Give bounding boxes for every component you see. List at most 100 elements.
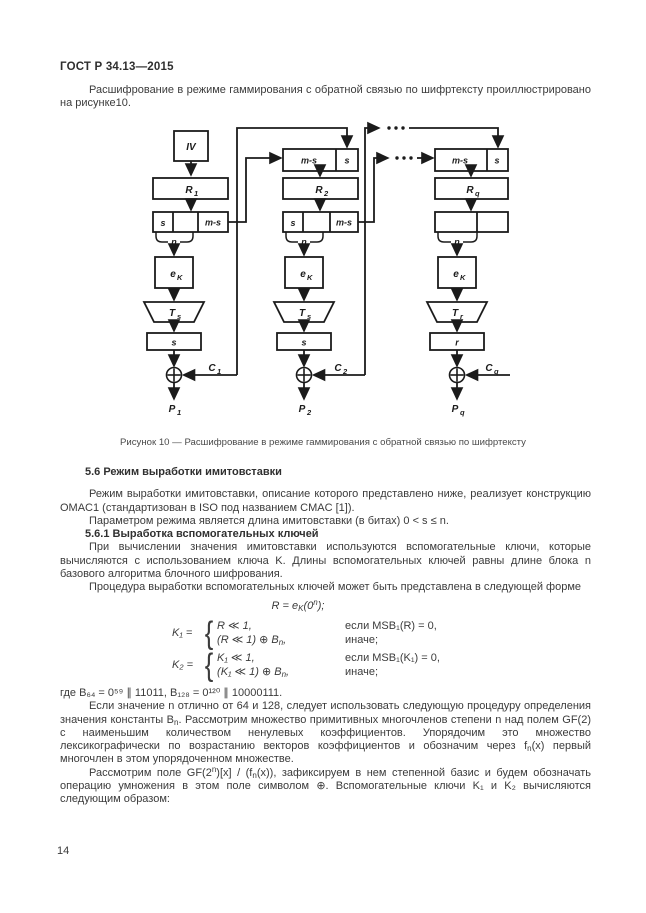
colq-top-s-label: s [494, 156, 499, 166]
brace-icon: { [204, 647, 214, 683]
col2-split-s-label: s [290, 218, 295, 228]
k1-cases: R ≪ 1, (R ≪ 1) ⊕ Bn, [217, 620, 287, 647]
ts1-label: T [169, 308, 176, 319]
col2-xor [295, 366, 313, 384]
col2-ek-box: e K [284, 256, 324, 289]
col1-split-ms-label: m-s [205, 218, 221, 228]
svg-text:P: P [299, 404, 306, 415]
page-header: ГОСТ Р 34.13—2015 [60, 61, 174, 73]
section-heading-5-6: 5.6 Режим выработки имитовставки [85, 466, 282, 478]
ms2-forward-wire [358, 151, 435, 223]
col2-gamma-box: s [276, 332, 332, 351]
col1-ek-box: e K [154, 256, 194, 289]
col2-top-ms-label: m-s [301, 156, 317, 166]
col1-split-box: s m-s [152, 211, 229, 233]
paragraph-parameter: Параметром режима является длина имитовс… [89, 514, 449, 527]
c2-label: C 2 [334, 363, 348, 376]
col2-n-brace: n [285, 232, 324, 247]
figure-10-diagram: IV R 1 s m-s n e K T [142, 121, 510, 417]
formula-k1: K₁ = { R ≪ 1, (R ≪ 1) ⊕ Bn, если MSB₁(R)… [172, 615, 591, 651]
formula-k2: K₂ = { K₁ ≪ 1, (K₁ ≪ 1) ⊕ Bn, если MSB₁(… [172, 647, 591, 683]
svg-text:q: q [494, 367, 499, 376]
paragraph-where: где B₆₄ = 0⁵⁹ ∥ 11011, B₁₂₈ = 0¹²⁰ ∥ 100… [60, 686, 283, 699]
ts2-sub: s [307, 312, 311, 321]
col1-register-r1: R 1 [152, 177, 229, 200]
page-number: 14 [57, 845, 70, 857]
col2-split-ms-label: m-s [336, 218, 352, 228]
p1-label: P 1 [169, 404, 182, 417]
pq-label: P q [452, 404, 465, 417]
k1-conditions: если MSB₁(R) = 0, иначе; [345, 620, 437, 646]
colq-top-ms-label: m-s [452, 156, 468, 166]
ts2-label: T [299, 308, 306, 319]
svg-text:2: 2 [306, 408, 312, 417]
rq-label: R [466, 185, 474, 196]
col1-iv-box: IV [173, 130, 209, 162]
formula-block: R = eK(0n); K₁ = { R ≪ 1, (R ≪ 1) ⊕ Bn, … [60, 597, 591, 683]
col1-gamma-box: s [146, 332, 202, 351]
paragraph-aux-keys: При вычислении значения имитовставки исп… [60, 541, 591, 581]
ek1-sub: K [177, 273, 183, 282]
paragraph-field: Рассмотрим поле GF(2n)[x] / (fn(x)), заф… [60, 764, 591, 806]
gamma1-label: s [171, 338, 176, 348]
svg-text:q: q [460, 408, 465, 417]
k2-conditions: если MSB₁(K₁) = 0, иначе; [345, 652, 440, 678]
svg-text:C: C [208, 363, 216, 374]
svg-text:P: P [169, 404, 176, 415]
k2-lhs: K₂ = [172, 659, 194, 672]
c1-feedback-wire [236, 127, 354, 375]
colq-n-brace: n [437, 232, 478, 247]
gammaq-label: r [455, 338, 459, 348]
svg-text:C: C [334, 363, 342, 374]
colq-register-rq: R q [434, 177, 509, 200]
brace-icon: { [204, 615, 214, 651]
svg-text:C: C [485, 363, 493, 374]
col1-truncate-ts: T s [142, 301, 206, 323]
ek2-label: e [300, 269, 306, 280]
ek1-label: e [170, 269, 176, 280]
svg-text:1: 1 [177, 408, 181, 417]
col1-xor [165, 366, 183, 384]
svg-text:2: 2 [342, 367, 348, 376]
c2-feedback-wire [364, 121, 505, 375]
colq-ek-box: e K [437, 256, 477, 289]
colq-shift-box: m-s s [434, 148, 509, 172]
c1-label: C 1 [208, 363, 221, 376]
paragraph-omac: Режим выработки имитовставки, описание к… [60, 488, 591, 514]
r1-label: R [185, 185, 193, 196]
col1-n-brace: n [155, 232, 194, 247]
formula-r: R = eK(0n); [271, 597, 325, 613]
svg-text:P: P [452, 404, 459, 415]
r2-sub: 2 [323, 189, 329, 198]
ts1-sub: s [177, 312, 181, 321]
intro-paragraph: Расшифрование в режиме гаммирования с об… [60, 84, 591, 110]
iv-label: IV [186, 142, 197, 153]
colq-xor [448, 366, 466, 384]
col1-split-s-label: s [160, 218, 165, 228]
colq-n-label: n [454, 237, 460, 247]
col2-shift-box: m-s s [282, 148, 359, 172]
r1-sub: 1 [194, 189, 198, 198]
col2-register-r2: R 2 [282, 177, 359, 200]
colq-gamma-box: r [429, 332, 485, 351]
k1-lhs: K₁ = [172, 627, 193, 640]
ms1-forward-wire [228, 151, 283, 223]
k2-cases: K₁ ≪ 1, (K₁ ≪ 1) ⊕ Bn, [217, 652, 290, 679]
cq-label: C q [485, 363, 499, 376]
p2-label: P 2 [299, 404, 312, 417]
ek2-sub: K [307, 273, 313, 282]
tr-sub: r [460, 312, 464, 321]
ekq-label: e [453, 269, 459, 280]
figure-caption: Рисунок 10 — Расшифрование в режиме гамм… [120, 437, 526, 448]
svg-text:1: 1 [217, 367, 221, 376]
tr-label: T [452, 308, 459, 319]
colq-split-box [434, 211, 509, 233]
col2-top-s-label: s [344, 156, 349, 166]
col2-n-label: n [301, 237, 307, 247]
ekq-sub: K [460, 273, 466, 282]
colq-truncate-tr: T r [425, 301, 489, 323]
section-heading-5-6-1: 5.6.1 Выработка вспомогательных ключей [85, 528, 319, 541]
body-text: 5.6 Режим выработки имитовставки Режим в… [60, 466, 591, 807]
r2-label: R [315, 185, 323, 196]
